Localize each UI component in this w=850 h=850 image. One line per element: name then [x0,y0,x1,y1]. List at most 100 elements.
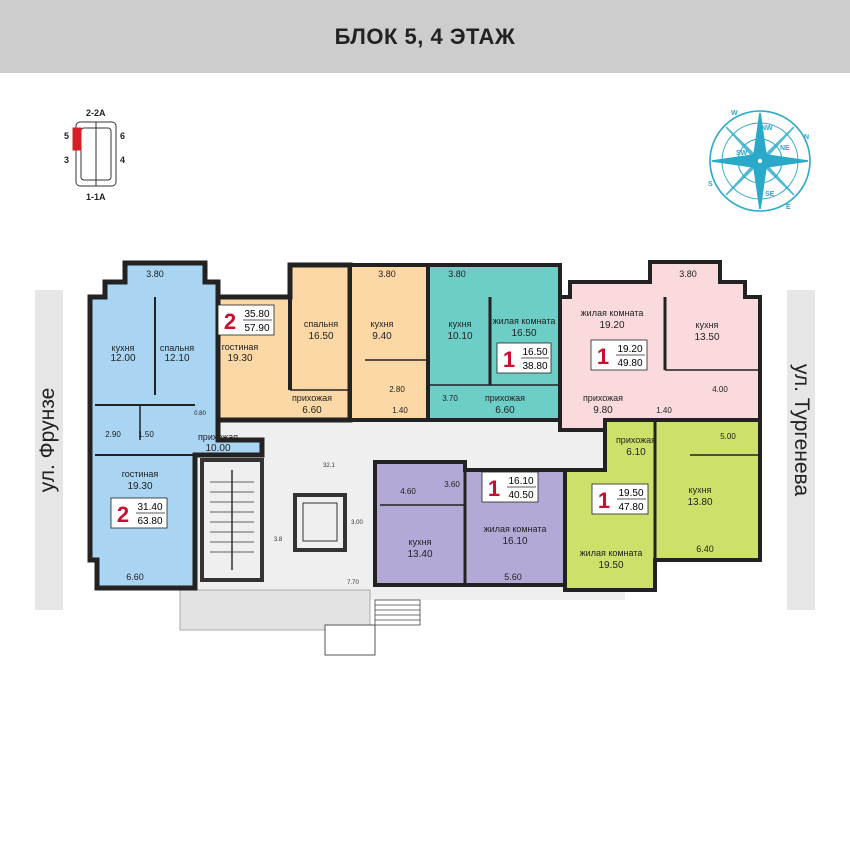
room-area: 1.50 [138,430,154,439]
room-area: 4.00 [712,385,728,394]
badge-rooms: 1 [488,476,500,501]
badge-living: 31.40 [137,502,162,513]
room-area: 4.60 [400,487,416,496]
badge-living: 35.80 [244,309,269,320]
room-name: кухня [689,485,712,495]
common-area-3: 3.8 [274,537,283,543]
room-area: 2.90 [105,430,121,439]
room-area: 3.70 [442,394,458,403]
compass-s: S [708,181,713,188]
room-name: спальня [304,319,338,329]
room-area: 0.80 [194,411,206,417]
room-name: жилая комната [581,308,644,318]
badge-rooms: 2 [117,502,129,527]
balcony-area-2: 3.80 [378,269,396,279]
apartment-badge-5: 1 16.10 40.50 [481,471,539,503]
apartment-6 [563,418,762,592]
room-name: кухня [112,343,135,353]
room-name: прихожая [616,435,656,445]
badge-total: 40.50 [508,490,533,501]
room-area: 6.10 [626,447,646,458]
room-area: 10.10 [447,331,472,342]
room-name: прихожая [583,393,623,403]
badge-total: 57.90 [244,323,269,334]
locator-highlight [72,127,82,151]
badge-living: 19.50 [618,488,643,499]
balcony-area-7: 6.40 [696,544,714,554]
room-area: 1.40 [656,406,672,415]
entrance-stairs [374,599,421,626]
badge-total: 63.80 [137,516,162,527]
page-title: БЛОК 5, 4 ЭТАЖ [334,23,516,49]
apartment-badge-1: 2 31.40 63.80 [110,497,168,529]
room-area: 10.00 [205,443,230,454]
compass-w: W [731,110,738,117]
room-area: 13.40 [407,549,432,560]
room-name: прихожая [292,393,332,403]
room-area: 12.10 [164,353,189,364]
room-area: 13.50 [694,332,719,343]
entrance-step [324,624,376,656]
room-name: гостиная [222,342,259,352]
apartment-4 [558,260,762,432]
balcony-area-1: 3.80 [146,269,164,279]
apartment-2 [215,262,430,423]
common-area-1: 32.1 [323,463,335,469]
room-name: жилая комната [493,316,556,326]
street-strip-right [787,290,815,610]
compass-ne: NE [780,145,790,152]
room-area: 16.10 [502,536,527,547]
street-strip-left [35,290,63,610]
compass-sw: SW [736,150,748,157]
locator-left-top: 5 [64,131,70,141]
entrance-platform [179,589,371,631]
room-name: кухня [409,537,432,547]
room-area: 16.50 [511,328,536,339]
compass-letters: N NW W S E SE SW NE [708,110,809,211]
room-name: спальня [160,343,194,353]
room-area: 6.60 [302,405,322,416]
stairwell [200,458,347,582]
room-name: гостиная [122,469,159,479]
compass-se: SE [765,191,775,198]
room-area: 6.60 [495,405,515,416]
room-name: кухня [696,320,719,330]
apartment-badge-4: 1 19.20 49.80 [590,339,648,371]
common-area-2: 3.00 [351,520,363,526]
room-name: кухня [449,319,472,329]
locator-top: 2-2А [86,108,106,118]
locator-right-bottom: 4 [120,155,126,165]
room-name: жилая комната [484,524,547,534]
balcony-area-3: 3.80 [448,269,466,279]
compass-n: N [804,134,809,141]
locator-left-bottom: 3 [64,155,70,165]
badge-rooms: 2 [224,309,236,334]
locator-right-top: 6 [120,131,126,141]
room-name: кухня [371,319,394,329]
common-area-4: 7.70 [347,580,359,586]
compass-nw: NW [761,125,773,132]
apartment-3 [426,263,562,422]
room-area: 12.00 [110,353,135,364]
badge-total: 38.80 [522,361,547,372]
compass-rose [709,110,811,212]
page-header: БЛОК 5, 4 ЭТАЖ [0,0,850,73]
room-area: 2.80 [389,385,405,394]
room-area: 19.30 [227,353,252,364]
room-area: 19.30 [127,481,152,492]
room-area: 13.80 [687,497,712,508]
room-area: 5.00 [720,432,736,441]
badge-living: 16.50 [522,347,547,358]
balcony-area-4: 3.80 [679,269,697,279]
balcony-area-6: 5.60 [504,572,522,582]
room-area: 19.50 [598,560,623,571]
badge-total: 49.80 [617,358,642,369]
badge-rooms: 1 [503,347,515,372]
room-area: 19.20 [599,320,624,331]
badge-living: 19.20 [617,344,642,355]
locator-bottom: 1-1А [86,192,106,202]
badge-total: 47.80 [618,502,643,513]
balcony-area-5: 6.60 [126,572,144,582]
compass-e: E [786,204,791,211]
